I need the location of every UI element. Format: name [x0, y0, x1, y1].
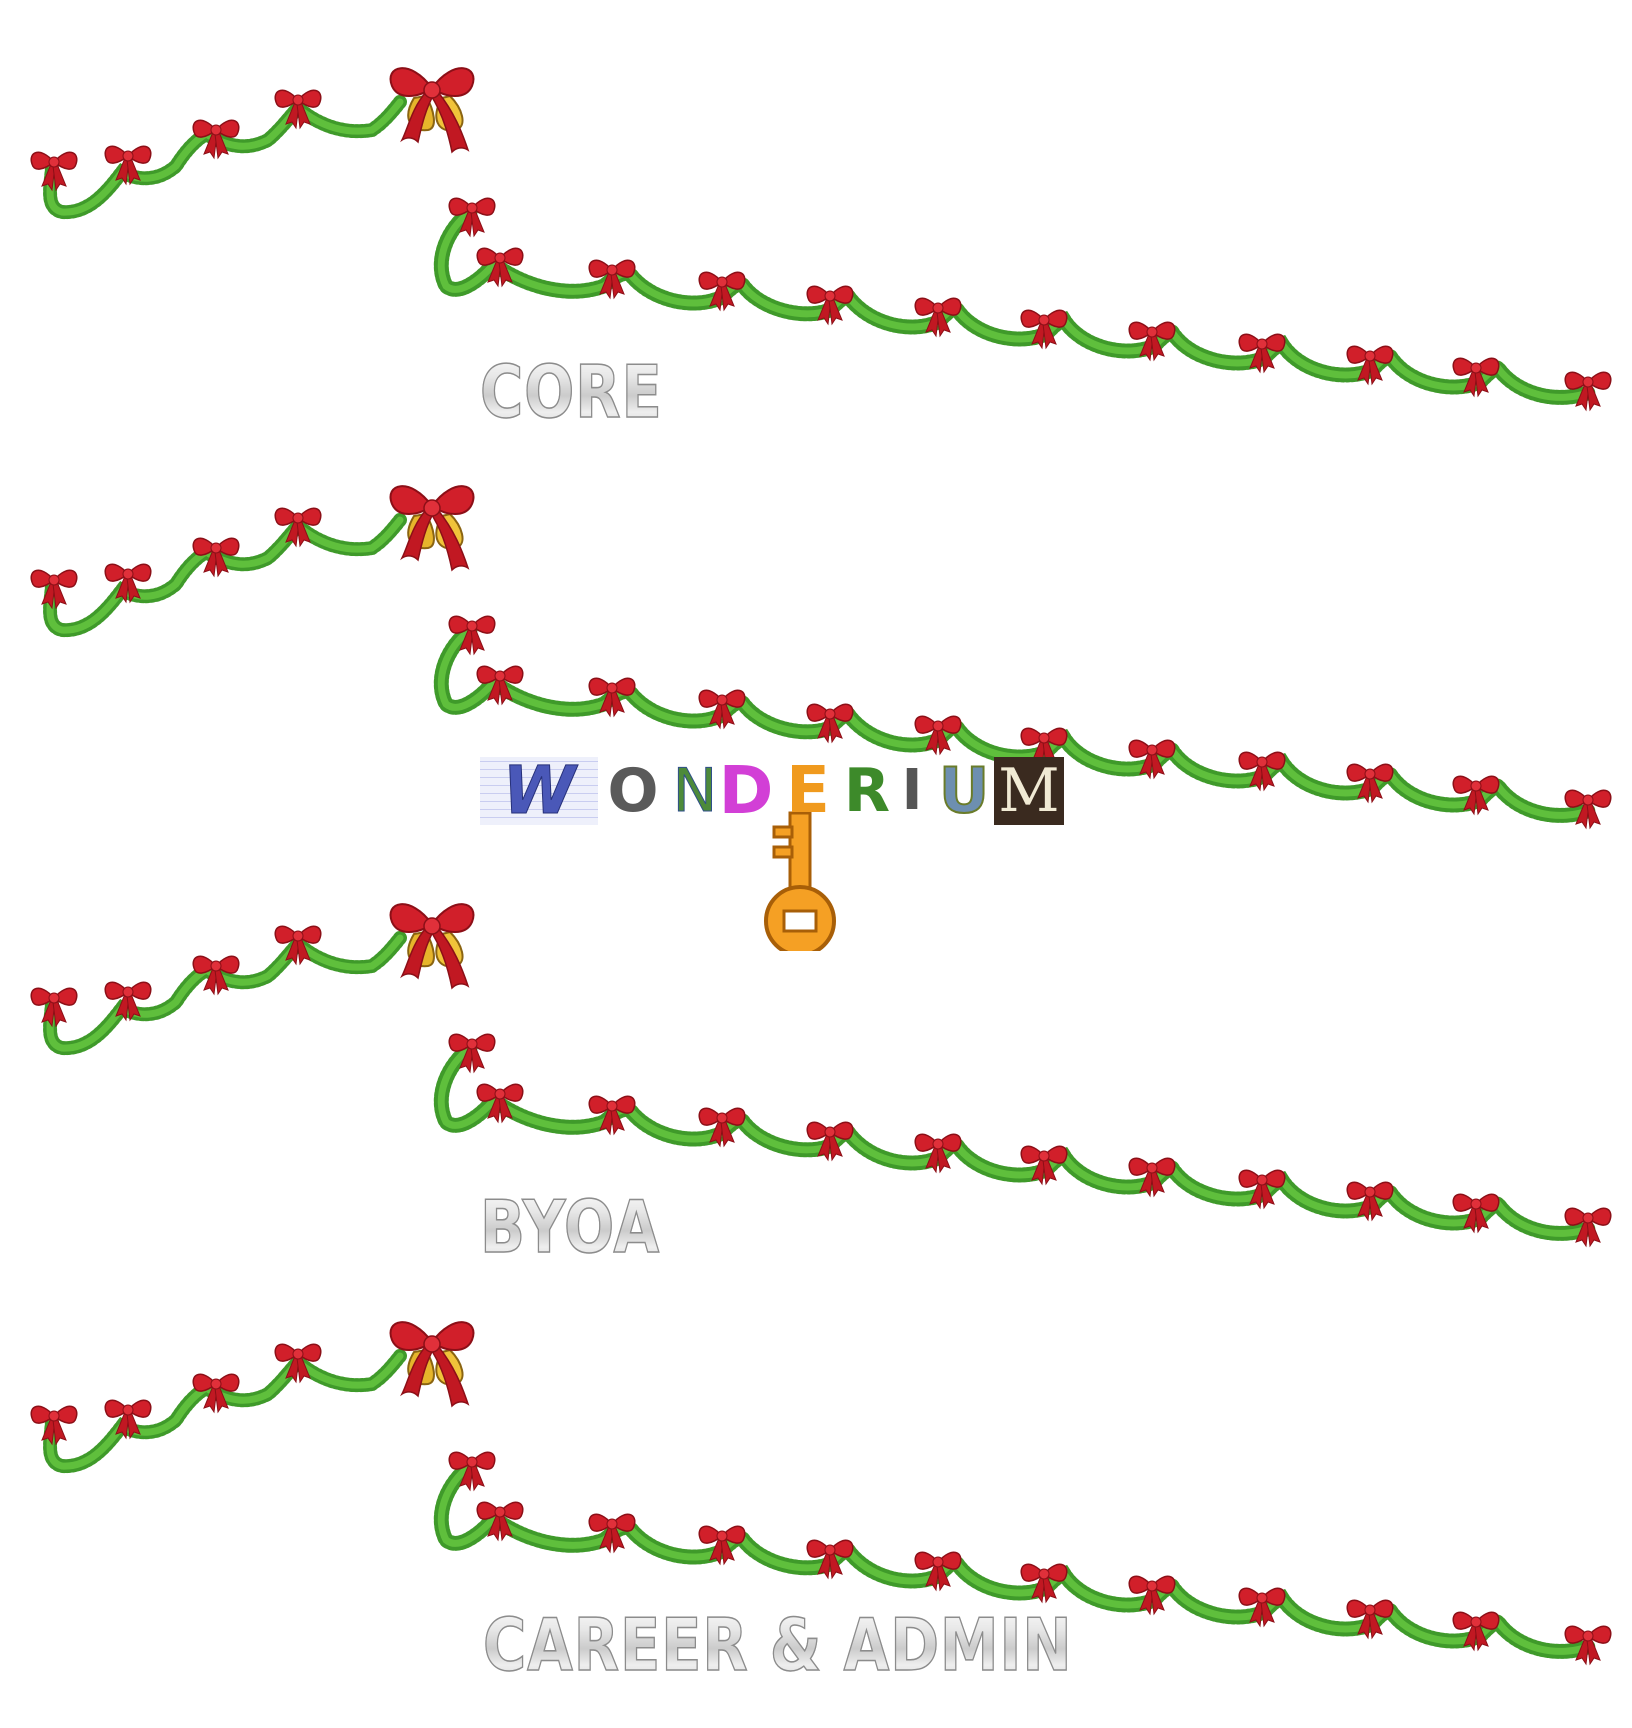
pixel-key-icon: [764, 811, 836, 951]
logo-letter: E: [786, 754, 830, 828]
logo-letter: R: [843, 756, 891, 826]
logo-letter: M: [994, 757, 1064, 825]
logo-letter: D: [718, 752, 774, 829]
logo-letter-gear: O: [607, 756, 659, 826]
garland-byoa-icon: [31, 904, 1611, 1246]
section-label-byoa[interactable]: BYOA: [479, 1185, 661, 1269]
logo-letter: W: [480, 757, 598, 825]
logo-letter: N: [672, 756, 718, 826]
wonderium-logo: W O N D E R I U M: [478, 751, 1068, 951]
section-label-core[interactable]: CORE: [479, 350, 663, 434]
logo-letter: I: [901, 758, 923, 823]
garland-core-icon: [31, 68, 1611, 410]
section-label-career-admin[interactable]: CAREER & ADMIN: [482, 1603, 1073, 1687]
logo-letter: U: [938, 754, 990, 827]
